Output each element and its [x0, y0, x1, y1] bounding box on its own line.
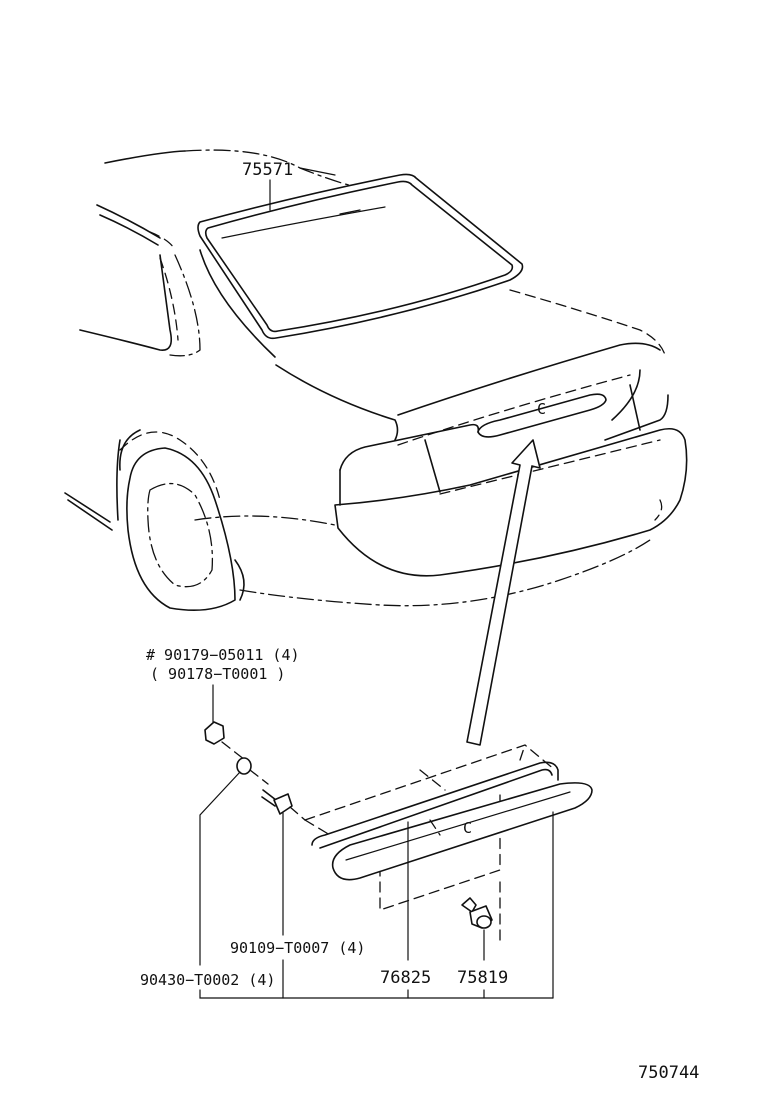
trunk-emblem-letter: C: [537, 400, 546, 418]
label-75571-group: 75571: [242, 160, 336, 211]
leader-bracket: [199, 989, 554, 999]
garnish-assembly: C 76825: [289, 744, 593, 999]
figure-number: 750744: [638, 1063, 699, 1083]
part-label-90178: ( 90178−T0001 ): [150, 665, 285, 683]
part-label-90430: 90430−T0002 (4): [140, 971, 275, 989]
part-label-90179: # 90179−05011 (4): [146, 646, 300, 664]
part-label-75571: 75571: [242, 160, 293, 180]
car-body: C: [64, 149, 688, 612]
bolt-hardware: # 90179−05011 (4) ( 90178−T0001 ) 90109−…: [140, 646, 365, 989]
install-arrow: [466, 439, 541, 746]
garnish-emblem-letter: C: [463, 819, 472, 837]
clip-hardware: 75819: [457, 897, 508, 988]
part-label-90109: 90109−T0007 (4): [230, 939, 365, 957]
part-label-76825: 76825: [380, 968, 431, 988]
part-label-75819: 75819: [457, 968, 508, 988]
